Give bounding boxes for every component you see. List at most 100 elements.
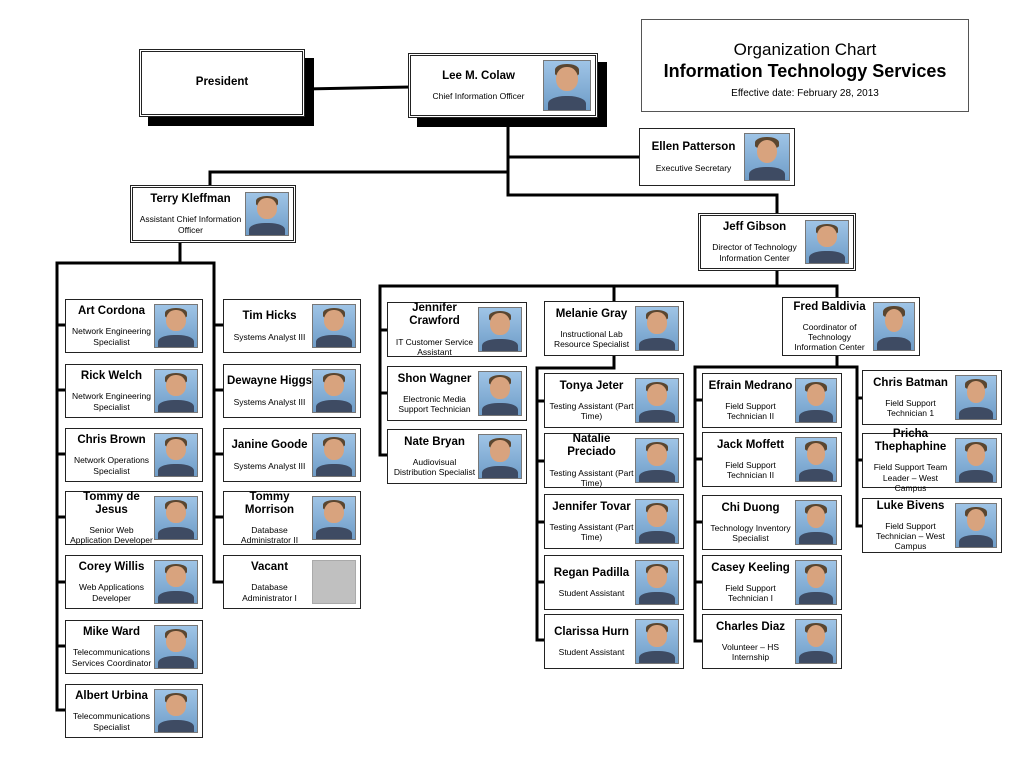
photo-body	[158, 527, 194, 539]
photo-body	[482, 465, 518, 478]
job-title: Audiovisual Distribution Specialist	[393, 456, 476, 478]
photo-body	[158, 591, 194, 603]
photo-face	[166, 439, 186, 461]
person-name: Lee M. Colaw	[442, 69, 515, 82]
job-title: Database Administrator II	[240, 525, 299, 546]
person-photo	[312, 433, 356, 477]
photo-face	[647, 566, 667, 588]
photo-face	[324, 439, 344, 461]
person-photo	[154, 433, 198, 477]
photo-body	[639, 650, 675, 663]
job-title: Testing Assistant (Part Time)	[549, 400, 634, 422]
job-title: Chief Information Officer	[432, 91, 525, 102]
job-title: Network Engineering Specialist	[72, 326, 151, 347]
person-name: Casey Keeling	[711, 561, 790, 574]
photo-face	[647, 312, 667, 334]
photo-body	[639, 337, 675, 350]
photo-face	[166, 375, 186, 397]
job-title: Director of Technology Information Cente…	[712, 242, 797, 263]
person-name: Chris Brown	[77, 434, 146, 447]
photo-face	[966, 444, 986, 466]
photo-face	[324, 310, 344, 332]
photo-face	[324, 375, 344, 397]
person-name: Chi Duong	[721, 501, 780, 514]
person-name: Pricha Thephaphine	[874, 428, 947, 454]
photo-body	[799, 468, 833, 481]
person-photo	[795, 437, 837, 482]
effective-date: Effective date: February 28, 2013	[731, 88, 879, 99]
job-title: Database Administrator I	[242, 582, 297, 603]
person-photo	[795, 619, 837, 664]
job-title: Executive Secretary	[655, 162, 732, 173]
person-photo	[543, 60, 591, 111]
person-name: Terry Kleffman	[150, 193, 231, 206]
photo-body	[959, 469, 993, 482]
photo-face	[490, 377, 510, 399]
photo-face	[806, 506, 826, 528]
person-name: Tommy de Jesus	[83, 490, 140, 516]
photo-body	[799, 591, 833, 604]
photo-face	[647, 625, 667, 647]
person-photo	[795, 500, 837, 545]
photo-body	[316, 527, 352, 539]
photo-face	[257, 198, 277, 220]
job-title: Systems Analyst III	[233, 396, 306, 407]
person-photo	[478, 307, 522, 352]
photo-face	[647, 505, 667, 527]
job-title: Systems Analyst III	[233, 460, 306, 471]
job-title: Assistant Chief Information Officer	[139, 214, 242, 235]
job-title: Network Operations Specialist	[73, 455, 150, 476]
photo-face	[166, 502, 186, 524]
job-title: Field Support Technician II	[725, 400, 776, 422]
person-photo	[805, 220, 849, 264]
photo-body	[316, 464, 352, 476]
photo-face	[806, 566, 826, 588]
person-name: Art Cordona	[77, 305, 146, 318]
photo-face	[647, 444, 667, 466]
photo-body	[158, 720, 194, 732]
person-name: Dewayne Higgs	[227, 375, 312, 388]
person-photo	[635, 438, 679, 483]
person-photo	[154, 496, 198, 540]
photo-body	[639, 409, 675, 422]
photo-body	[547, 96, 587, 110]
person-name: Regan Padilla	[553, 566, 630, 579]
person-name: Tommy Morrison	[244, 490, 295, 516]
vacant-photo-placeholder	[312, 560, 356, 604]
chart-title-box: Organization Chart Information Technolog…	[641, 19, 969, 112]
job-title: Telecommunications Services Coordinator	[71, 647, 152, 668]
person-photo	[154, 304, 198, 348]
job-title: Field Support Team Leader – West Campus	[873, 462, 948, 493]
